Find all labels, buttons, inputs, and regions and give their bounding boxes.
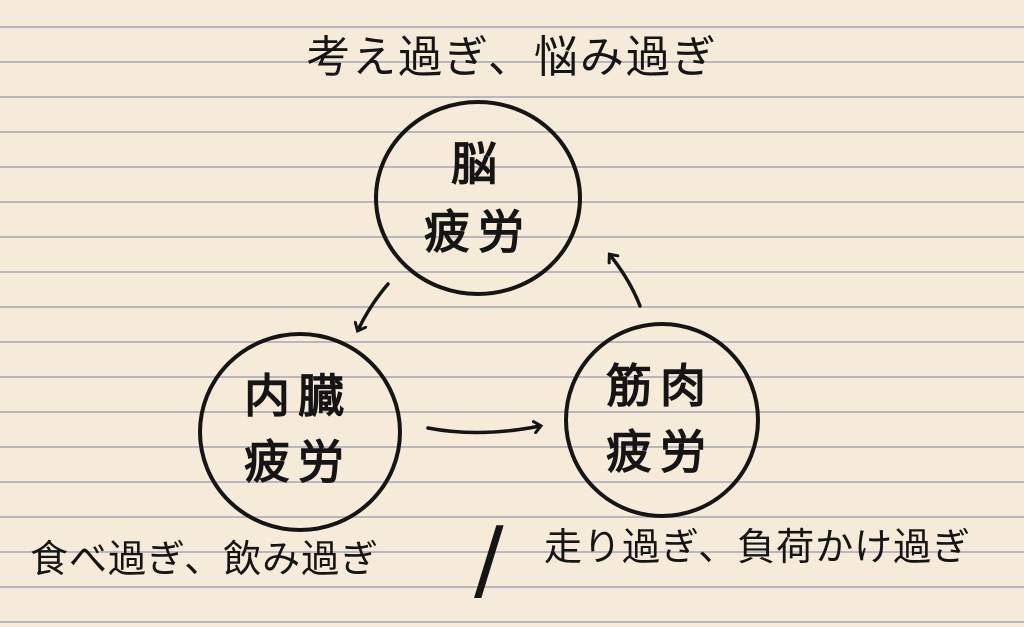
node-organ-circle xyxy=(198,332,402,532)
node-muscle-circle xyxy=(564,322,760,518)
node-muscle: 筋肉 疲労 xyxy=(564,322,760,518)
arrow-organ-to-muscle-icon xyxy=(426,426,540,435)
caption-left: 食べ過ぎ、飲み過ぎ xyxy=(30,537,379,581)
node-organ-line2: 疲労 xyxy=(244,435,352,489)
arrow-brain-to-organ-icon xyxy=(358,282,390,330)
node-brain: 脳 疲労 xyxy=(374,100,582,296)
node-brain-circle xyxy=(374,100,582,296)
node-brain-line2: 疲労 xyxy=(424,205,532,259)
caption-right: 走り過ぎ、負荷かけ過ぎ xyxy=(544,525,971,569)
node-organ: 内臓 疲労 xyxy=(198,332,402,532)
caption-separator: / xyxy=(474,508,504,611)
diagram-title: 考え過ぎ、悩み過ぎ xyxy=(306,32,718,83)
node-muscle-line1: 筋肉 xyxy=(606,359,714,413)
node-brain-line1: 脳 xyxy=(451,137,505,191)
node-organ-line1: 内臓 xyxy=(244,369,352,423)
arrow-muscle-to-brain-icon xyxy=(610,255,642,308)
node-muscle-line2: 疲労 xyxy=(606,425,714,479)
